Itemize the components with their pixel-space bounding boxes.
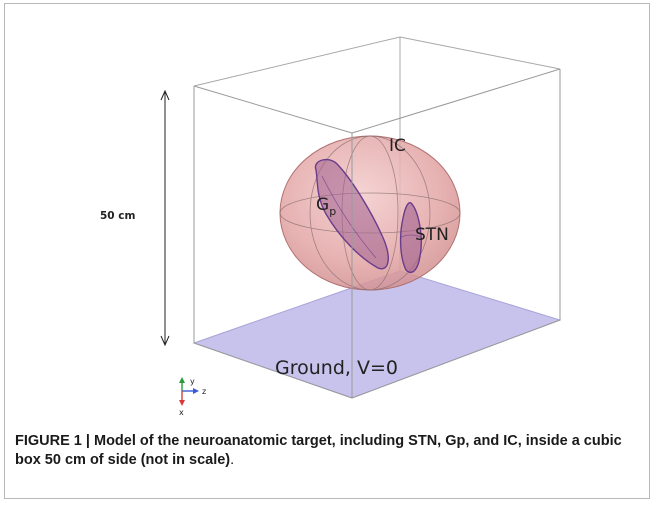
gp-label-main: G bbox=[316, 195, 329, 215]
gp-label-sub: p bbox=[329, 205, 336, 218]
stn-label: STN bbox=[415, 225, 449, 245]
figure-caption-text: FIGURE 1 | Model of the neuroanatomic ta… bbox=[15, 433, 622, 468]
figure-caption: FIGURE 1 | Model of the neuroanatomic ta… bbox=[15, 432, 645, 470]
gp-contour bbox=[321, 175, 377, 259]
stn-contour bbox=[399, 234, 423, 239]
ic-label: IC bbox=[389, 136, 406, 156]
dimension-label: 50 cm bbox=[100, 210, 135, 222]
axis-x-label: x bbox=[179, 408, 184, 417]
gp-label: Gp bbox=[316, 195, 336, 218]
axis-triad: y z x bbox=[179, 377, 206, 417]
axis-y-label: y bbox=[190, 377, 195, 386]
ground-label: Ground, V=0 bbox=[275, 357, 398, 379]
figure-illustration: 50 cm IC Gp STN Ground, V=0 y z x bbox=[100, 36, 562, 417]
dimension-arrow bbox=[160, 89, 170, 347]
axis-z-label: z bbox=[202, 387, 206, 396]
cube-front-edges bbox=[193, 68, 561, 399]
figure-caption-period: . bbox=[230, 452, 235, 468]
